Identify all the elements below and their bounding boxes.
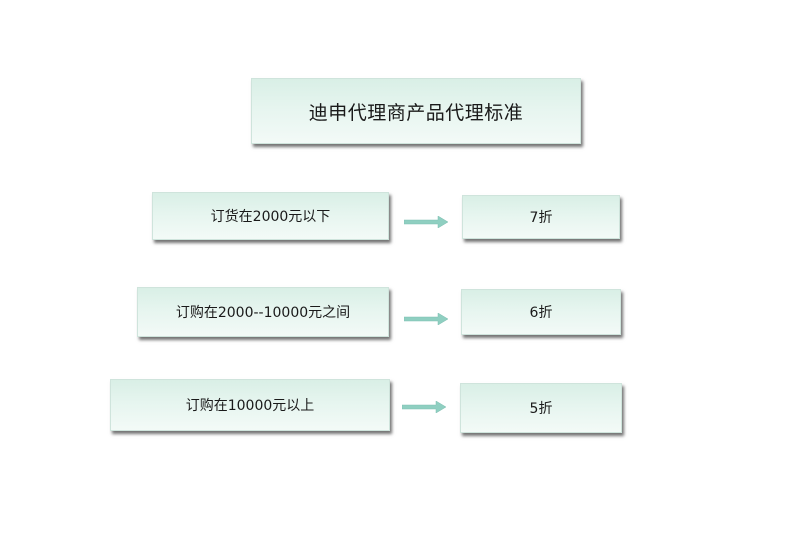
condition-text-tier-3: 订购在10000元以上	[185, 398, 315, 414]
diagram-title-text: 迪申代理商产品代理标准	[308, 101, 524, 124]
discount-box-tier-2: 6折	[461, 289, 621, 335]
condition-box-tier-3: 订购在10000元以上	[110, 379, 390, 431]
diagram-title: 迪申代理商产品代理标准	[251, 78, 581, 144]
arrow-right-icon	[402, 401, 446, 413]
condition-text-tier-1: 订货在2000元以下	[210, 209, 331, 225]
discount-text-tier-3: 5折	[529, 401, 553, 417]
arrow-right-icon	[404, 216, 448, 228]
discount-box-tier-3: 5折	[460, 383, 622, 433]
discount-text-tier-2: 6折	[529, 305, 553, 321]
condition-text-tier-2: 订购在2000--10000元之间	[175, 305, 351, 321]
discount-text-tier-1: 7折	[529, 210, 553, 226]
condition-box-tier-2: 订购在2000--10000元之间	[137, 287, 389, 337]
condition-box-tier-1: 订货在2000元以下	[152, 192, 389, 240]
discount-box-tier-1: 7折	[462, 195, 620, 239]
arrow-right-icon	[404, 313, 448, 325]
